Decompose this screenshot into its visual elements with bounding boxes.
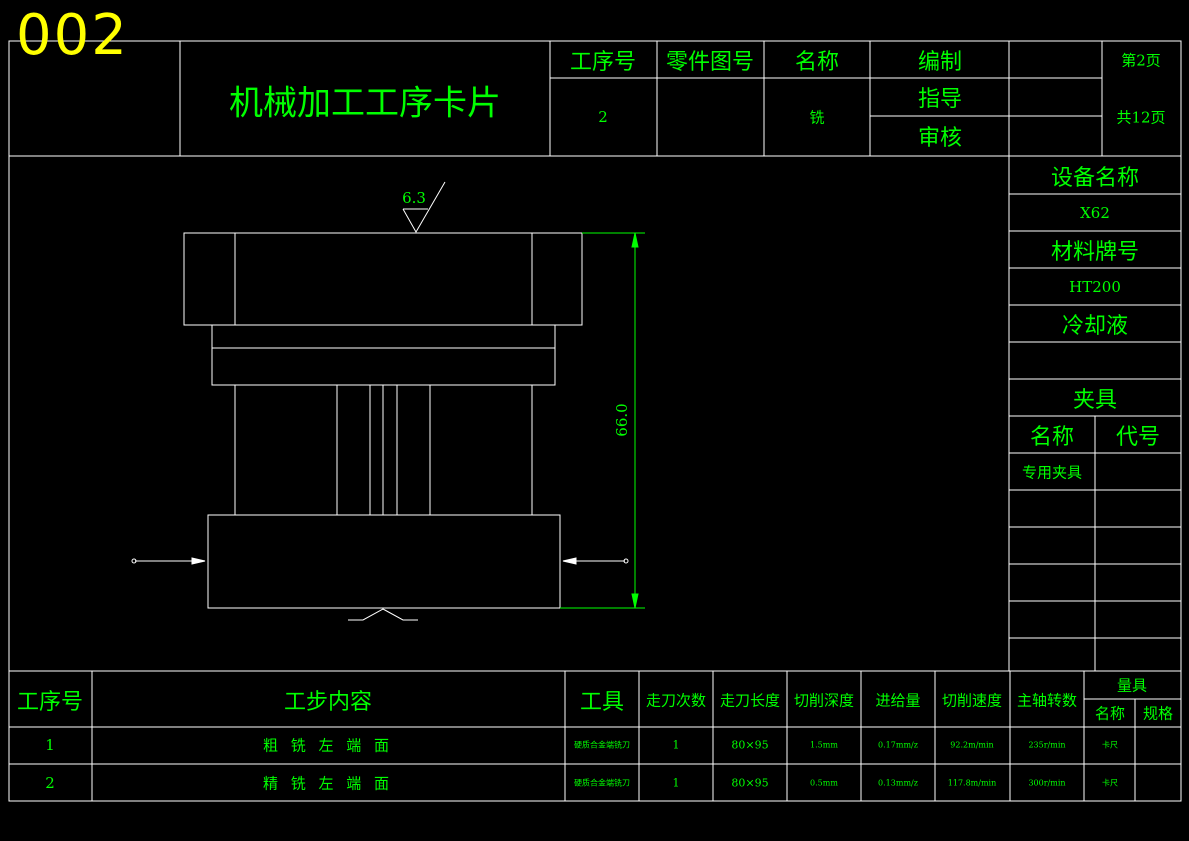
header-part-drawing-label: 零件图号	[665, 50, 755, 75]
dimension-66	[560, 232, 645, 609]
frame-lines	[8, 40, 1182, 802]
th-gauge-spec: 规格	[1142, 704, 1174, 723]
row1-passes: 1	[672, 738, 680, 752]
card-title: 机械加工工序卡片	[229, 83, 501, 124]
row1-tool: 硬质合金端铣刀	[574, 740, 630, 750]
header-compile-label: 编制	[917, 50, 963, 75]
th-speed: 切削速度	[941, 691, 1003, 710]
th-gauge: 量具	[1116, 676, 1148, 695]
row1-length: 80×95	[731, 738, 769, 752]
material-label: 材料牌号	[1050, 240, 1140, 265]
fixture-label: 夹具	[1072, 388, 1118, 413]
row2-spindle: 300r/min	[1028, 778, 1066, 788]
row2-passes: 1	[672, 776, 680, 790]
header-op-no-value: 2	[598, 108, 608, 126]
row1-content: 粗 铣 左 端 面	[262, 736, 394, 755]
row2-depth: 0.5mm	[810, 778, 838, 788]
row1-op-no: 1	[45, 736, 55, 754]
coolant-label: 冷却液	[1061, 314, 1129, 339]
material-value: HT200	[1069, 278, 1121, 296]
row1-gauge: 卡尺	[1102, 740, 1118, 750]
equipment-label: 设备名称	[1050, 166, 1140, 191]
row2-content: 精 铣 左 端 面	[262, 774, 394, 793]
header-name-value: 铣	[809, 108, 825, 127]
page-total: 共12页	[1116, 108, 1166, 127]
header-name-label: 名称	[794, 50, 840, 75]
header-op-no-label: 工序号	[569, 50, 637, 75]
th-length: 走刀长度	[719, 691, 781, 710]
fixture-name-label: 名称	[1029, 425, 1075, 450]
fixture-name-value: 专用夹具	[1021, 463, 1083, 482]
equipment-value: X62	[1080, 204, 1110, 222]
row2-op-no: 2	[45, 774, 55, 792]
row1-speed: 92.2m/min	[950, 740, 994, 750]
th-depth: 切削深度	[793, 691, 855, 710]
row1-spindle: 235r/min	[1028, 740, 1066, 750]
fixture-code-label: 代号	[1115, 425, 1161, 450]
page-current: 第2页	[1121, 51, 1161, 70]
th-tool: 工具	[579, 690, 625, 715]
th-feed: 进给量	[875, 691, 921, 710]
row1-depth: 1.5mm	[810, 740, 838, 750]
header-review-label: 审核	[917, 126, 963, 151]
th-op-no: 工序号	[16, 690, 84, 715]
th-gauge-name: 名称	[1094, 704, 1126, 723]
row2-tool: 硬质合金端铣刀	[574, 778, 630, 788]
row1-feed: 0.17mm/z	[878, 740, 918, 750]
header-guide-label: 指导	[917, 87, 963, 112]
th-spindle: 主轴转数	[1016, 691, 1078, 710]
row2-length: 80×95	[731, 776, 769, 790]
sheet-number: 002	[16, 3, 129, 68]
th-content: 工步内容	[283, 690, 373, 715]
row2-feed: 0.13mm/z	[878, 778, 918, 788]
th-passes: 走刀次数	[645, 691, 707, 710]
roughness-label: 6.3	[402, 189, 426, 207]
part-drawing	[131, 181, 629, 621]
row2-gauge: 卡尺	[1102, 778, 1118, 788]
dimension-label: 66.0	[613, 403, 631, 437]
row2-speed: 117.8m/min	[947, 778, 997, 788]
